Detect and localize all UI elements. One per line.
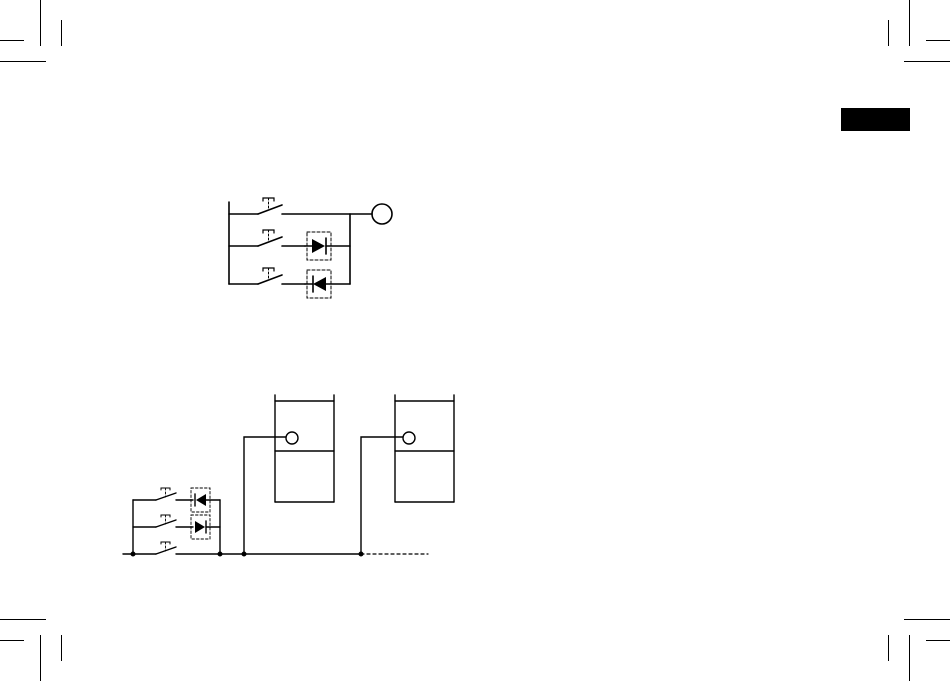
lamp-icon: [403, 432, 415, 444]
diode-icon: [305, 270, 350, 298]
door-panel-2: [395, 395, 454, 502]
push-button-switch-icon: [229, 198, 350, 214]
bottom-wiring-diagram: [123, 395, 454, 556]
push-button-switch-icon: [133, 515, 193, 527]
door-panel-1: [275, 395, 334, 502]
push-button-switch-icon: [229, 268, 305, 284]
top-wiring-diagram: [229, 198, 392, 298]
push-button-switch-icon: [133, 488, 193, 500]
push-button-switch-icon: [133, 542, 176, 554]
diode-icon: [305, 232, 350, 260]
lamp-icon: [372, 204, 392, 224]
diode-icon: [191, 488, 220, 512]
diode-icon: [191, 515, 220, 539]
push-button-switch-icon: [229, 230, 305, 246]
language-tab: [841, 108, 910, 131]
lamp-icon: [286, 432, 298, 444]
